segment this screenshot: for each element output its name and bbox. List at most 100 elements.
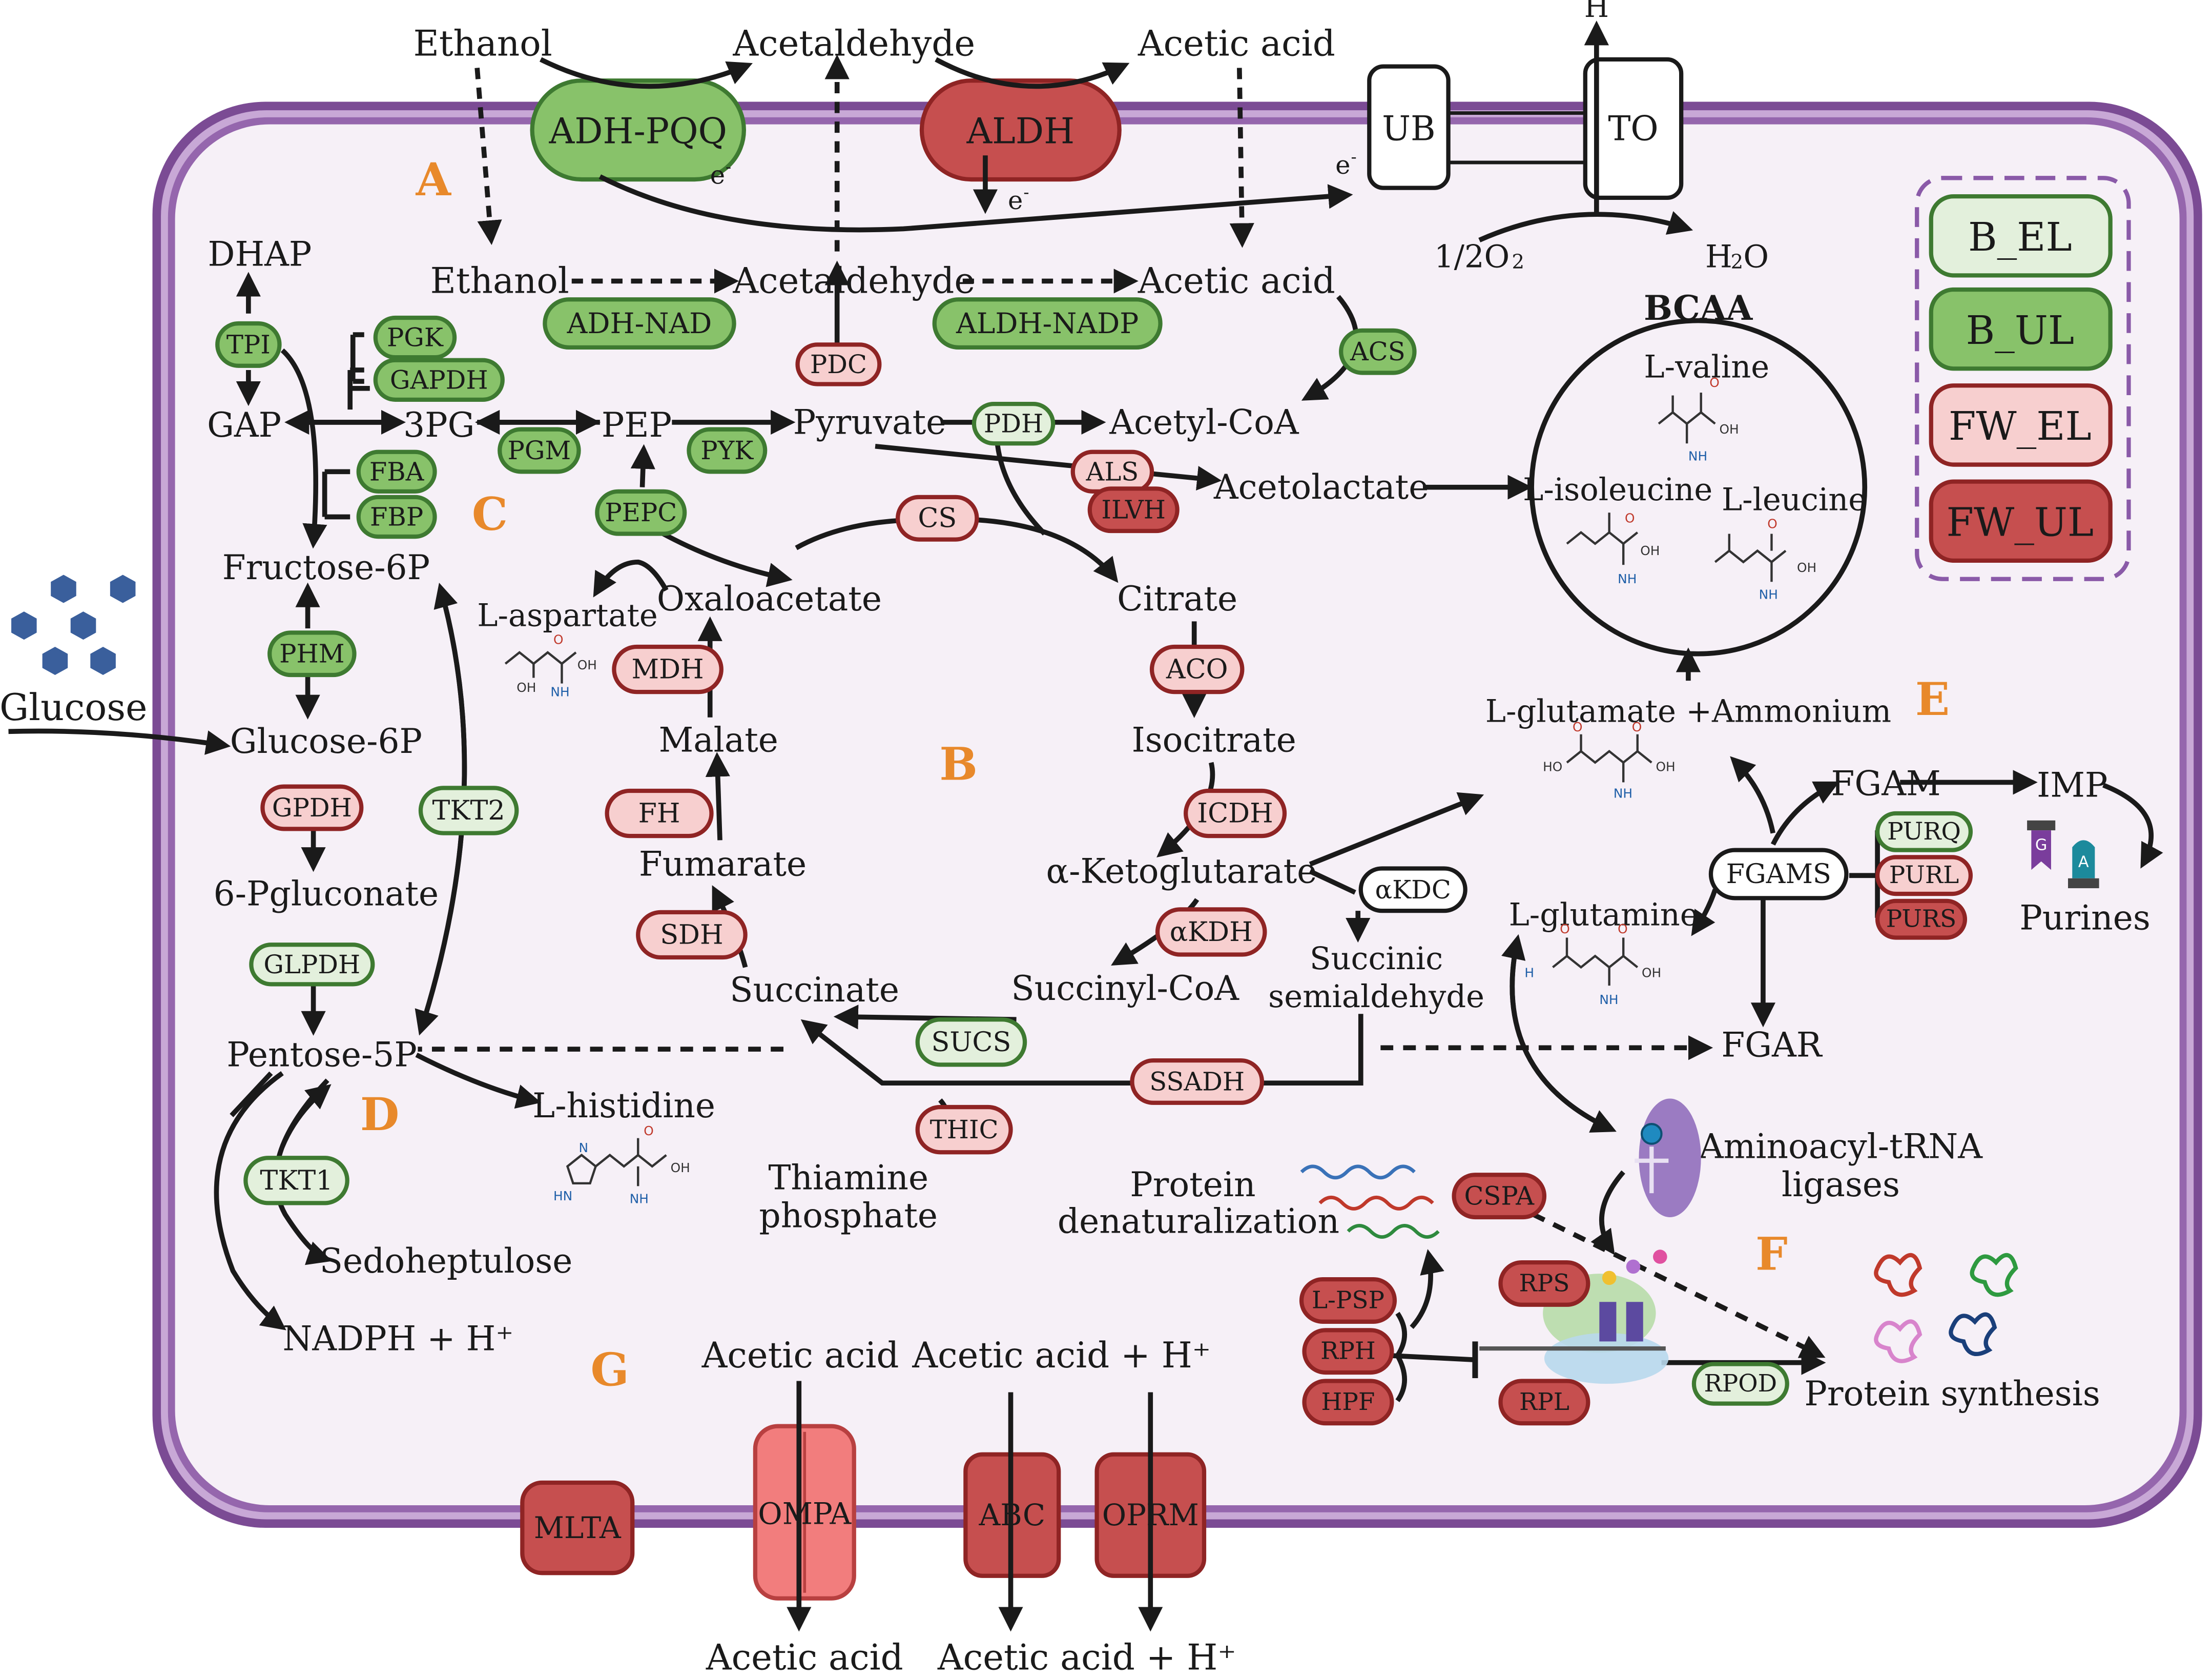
l-psp-label: L-PSP (1312, 1286, 1384, 1314)
pgk-label: PGK (387, 323, 444, 353)
tpi-pill (215, 321, 282, 368)
acetic-acid-g1: Acetic acid (701, 1335, 899, 1376)
aminoacyl-line1: Aminoacyl-tRNA (1699, 1127, 1983, 1166)
membrane-proteins-top: ADH-PQQ ALDH UB TO (530, 57, 1684, 200)
l-isoleucine: L-isoleucine (1523, 472, 1712, 508)
fba-pill (356, 449, 437, 494)
legend-label-fw-el: FW_EL (1949, 403, 2092, 449)
alpha-ketoglutarate: α-Ketoglutarate (1046, 851, 1317, 891)
legend-swatch-fw-ul (1929, 479, 2113, 563)
fgams-pill (1708, 848, 1849, 900)
tpi-label: TPI (226, 330, 271, 359)
leucine-o: O (1767, 517, 1777, 531)
l-psp-pill (1299, 1277, 1397, 1324)
tkt2-pill (418, 786, 519, 835)
aspartate-ho: OH (516, 680, 536, 695)
sucs-label: SUCS (931, 1027, 1011, 1058)
section-letter-d: D (360, 1088, 399, 1141)
tkt1-label: TKT1 (260, 1165, 333, 1196)
ethanol-outside: Ethanol (414, 24, 552, 65)
isoleucine-oh: OH (1640, 543, 1660, 558)
enzymes: ADH-NAD ALDH-NADP ACS TPI PGK GAPDH PGM … (215, 297, 1973, 1426)
histidine-hn: HN (553, 1189, 572, 1203)
glutamate-o1: O (1573, 720, 1583, 734)
valine-nh2: NH (1688, 448, 1707, 463)
acetaldehyde-inside: Acetaldehyde (732, 260, 975, 301)
acs-label: ACS (1350, 337, 1405, 366)
icdh-pill (1184, 788, 1287, 838)
aldh-label: ALDH (966, 111, 1074, 152)
section-letter-b: B (939, 738, 978, 791)
oxaloacetate: Oxaloacetate (657, 579, 882, 619)
electron-3: e (1335, 150, 1350, 180)
thic-pill (915, 1104, 1013, 1155)
hpf-pill (1302, 1379, 1394, 1426)
fh-label: FH (638, 798, 680, 829)
thiamine-line2: phosphate (759, 1196, 938, 1236)
pdc-label: PDC (810, 350, 867, 379)
akdh-label: αKDH (1170, 916, 1253, 948)
rpod-pill (1691, 1362, 1789, 1406)
legend-swatch-b-ul (1929, 287, 2113, 371)
aldh-nadp-pill (932, 297, 1163, 350)
ssadh-label: SSADH (1149, 1067, 1245, 1096)
fba-label: FBA (369, 457, 425, 486)
rph-label: RPH (1320, 1338, 1376, 1365)
adenine-icon (2072, 840, 2095, 878)
rph-pill (1302, 1328, 1394, 1375)
legend-label-fw-ul: FW_UL (1947, 500, 2094, 546)
aco-pill (1149, 644, 1245, 694)
outside-labels: Ethanol Acetaldehyde Acetic acid H Gluco… (0, 0, 1609, 1678)
tkt2-label: TKT2 (432, 795, 505, 826)
fbp-pill (356, 495, 437, 539)
acs-pill (1339, 328, 1417, 375)
fructose-6p: Fructose-6P (222, 548, 430, 587)
ub-label: UB (1382, 109, 1435, 148)
rpod-label: RPOD (1704, 1370, 1777, 1398)
rps-label: RPS (1519, 1270, 1569, 1297)
acetaldehyde-outside: Acetaldehyde (732, 24, 975, 65)
gpdh-label: GPDH (272, 793, 352, 823)
ilvh-label: ILVH (1101, 495, 1166, 525)
legend-swatch-b-el (1929, 194, 2113, 278)
cs-label: CS (918, 503, 957, 534)
aspartate-o: O (553, 632, 564, 647)
gpdh-pill (260, 784, 364, 831)
aldh-protein (919, 78, 1122, 182)
purq-pill (1875, 811, 1973, 852)
chemical-atom-labels: O OH NH O OH NH O OH NH O OH OH NH O OH … (516, 375, 1816, 1206)
electron-2: e (1008, 186, 1023, 215)
isocitrate: Isocitrate (1132, 720, 1296, 760)
glutamine-h2n: H (1524, 966, 1534, 980)
svg-text:2: 2 (1731, 251, 1744, 274)
valine-o: O (1709, 375, 1720, 390)
pyk-label: PYK (700, 436, 754, 465)
to-label: TO (1608, 109, 1658, 148)
adh-pqq-protein (530, 78, 746, 182)
metabolite-labels: Ethanol Acetaldehyde Acetic acid 1/2O 2 … (207, 235, 2151, 1414)
akdh-pill (1155, 907, 1267, 957)
adenine-letter: A (2078, 853, 2089, 871)
nadph: NADPH + H⁺ (283, 1319, 514, 1358)
succinate: Succinate (730, 970, 899, 1010)
guanine-icon (2031, 830, 2051, 870)
aldh-nadp-label: ALDH-NADP (956, 307, 1139, 340)
thiamine-line1: Thiamine (768, 1158, 928, 1197)
glutamine-oh: OH (1642, 966, 1661, 980)
legend: B_EL B_UL FW_EL FW_UL (1915, 176, 2131, 581)
phm-pill (267, 630, 357, 678)
three-pg: 3PG (403, 405, 474, 445)
svg-text:O: O (1743, 239, 1769, 275)
acetic-acid-g2: Acetic acid + H⁺ (912, 1335, 1211, 1376)
protein-denat-line1: Protein (1130, 1165, 1255, 1204)
rpl-label: RPL (1519, 1388, 1569, 1416)
succinyl-coa: Succinyl-CoA (1011, 969, 1239, 1008)
pyruvate: Pyruvate (793, 402, 946, 442)
leucine-oh: OH (1797, 560, 1816, 575)
histidine-nh2: NH (630, 1191, 649, 1206)
akdc-pill (1358, 866, 1467, 913)
pyk-pill (687, 427, 768, 474)
glucose-icon (11, 575, 136, 675)
section-letter-a: A (416, 153, 452, 206)
glutamine-o2: O (1618, 922, 1628, 936)
